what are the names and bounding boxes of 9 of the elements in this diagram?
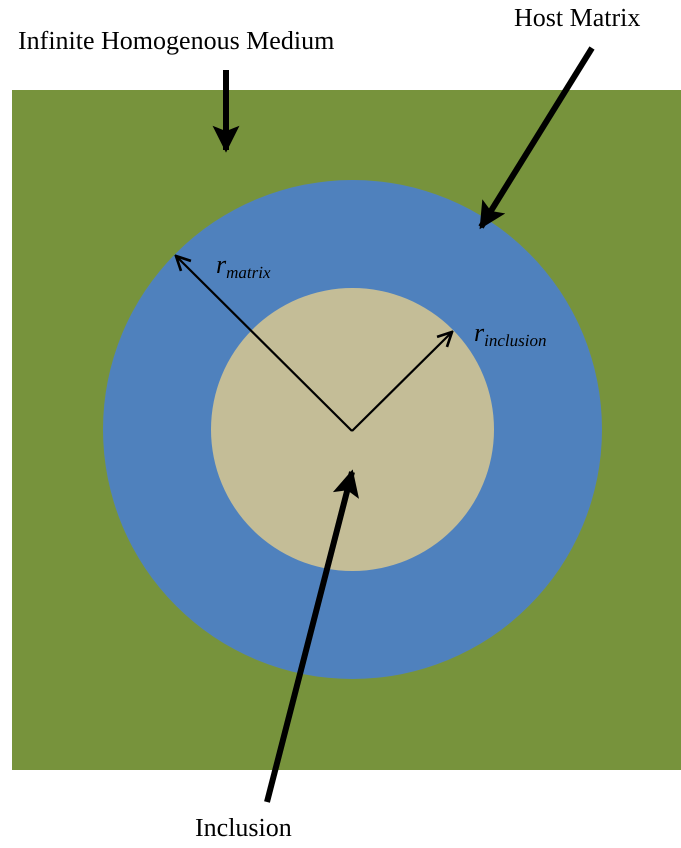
- callout-text: Inclusion: [195, 813, 292, 843]
- radius-label: r$_{matrix}$: [216, 250, 271, 283]
- arrow: [478, 46, 595, 230]
- arrow: [212, 70, 240, 153]
- arrow: [264, 469, 359, 803]
- radius-label: r$_{inclusion}$: [474, 318, 546, 351]
- callout-text: Infinite Homogenous Medium: [18, 26, 334, 56]
- callout-text: Host Matrix: [514, 3, 640, 33]
- square-region: [12, 90, 681, 770]
